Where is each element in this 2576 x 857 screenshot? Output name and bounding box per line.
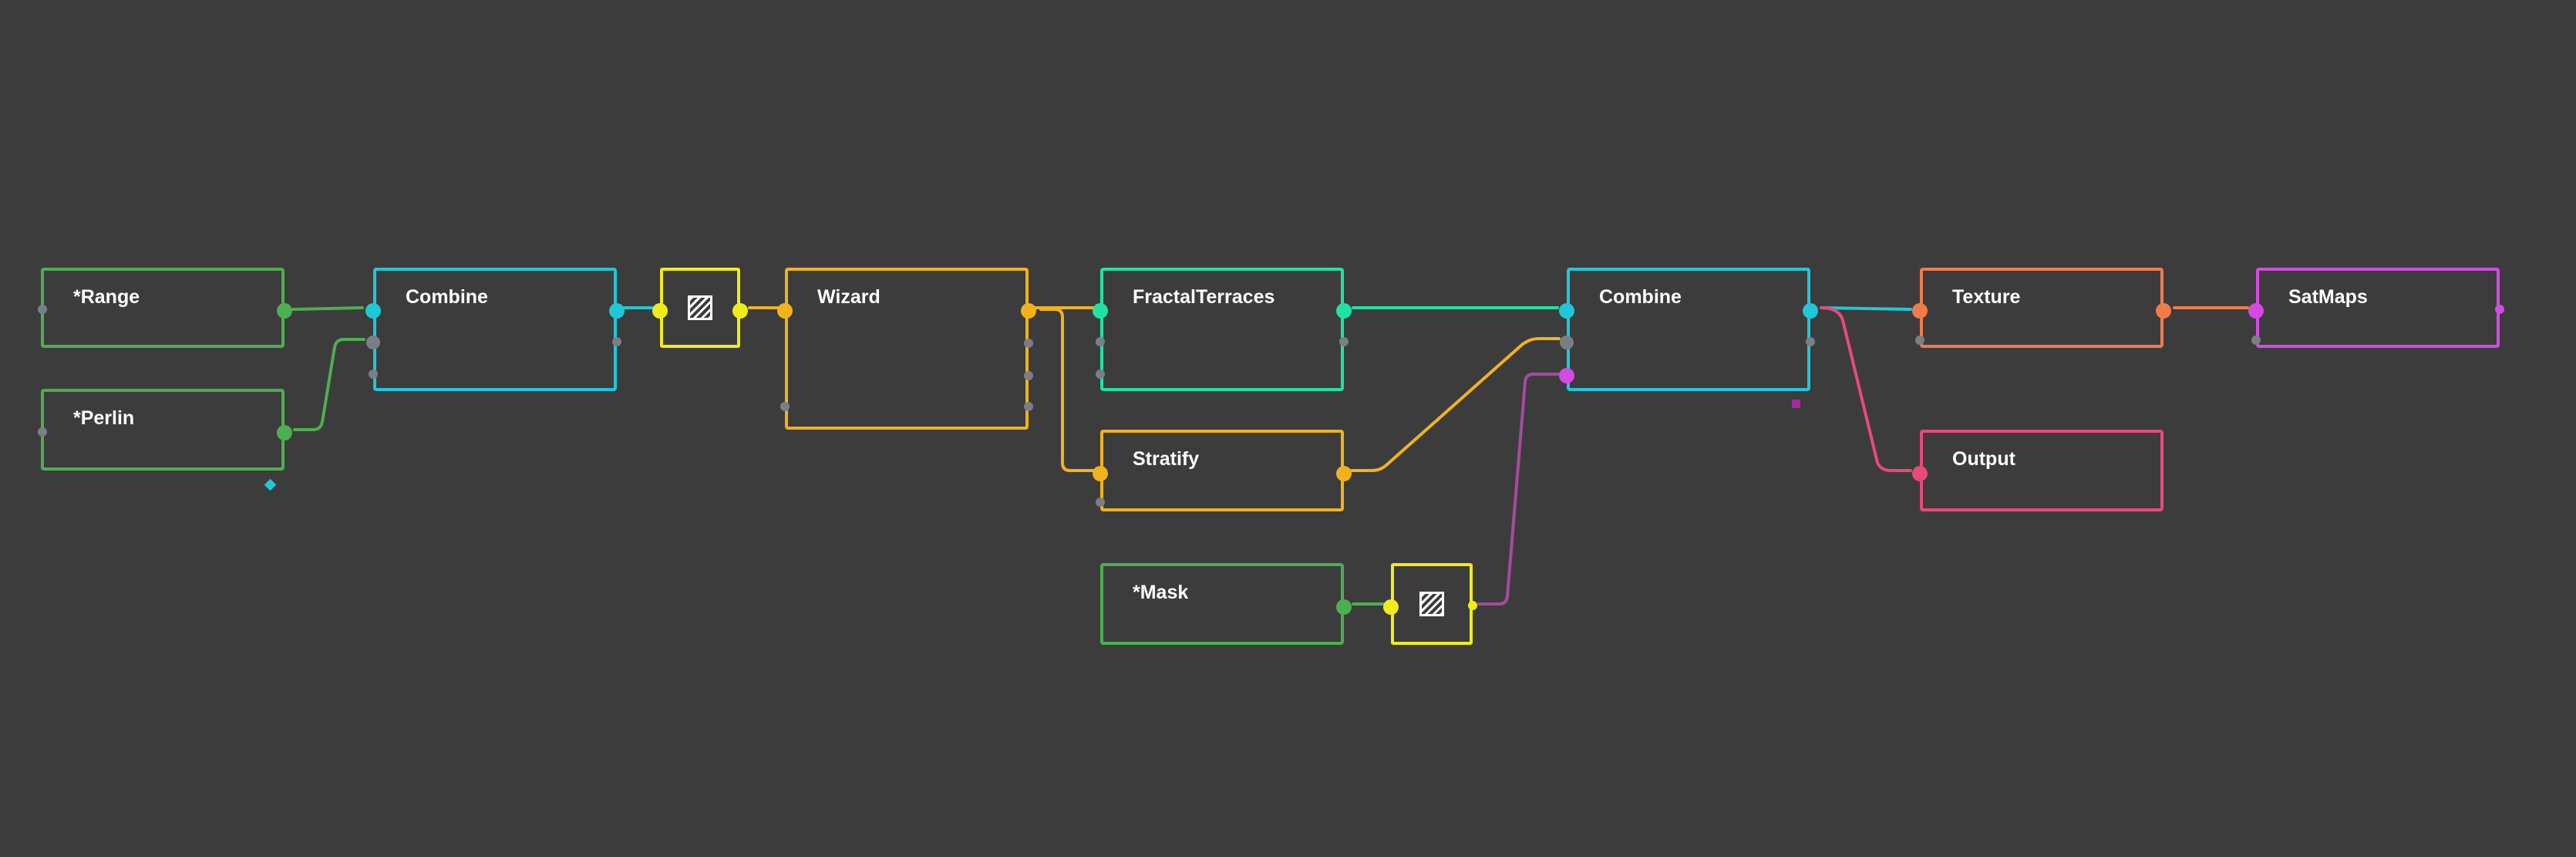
node-combine[interactable]: Combine <box>365 268 625 391</box>
input-port[interactable] <box>369 369 378 379</box>
input-port[interactable] <box>1096 498 1105 507</box>
node-satmaps[interactable]: SatMaps <box>2248 268 2504 348</box>
input-port[interactable] <box>652 303 668 319</box>
input-port[interactable] <box>366 336 380 349</box>
input-port[interactable] <box>1912 303 1928 319</box>
wire-preview-combine[interactable] <box>1477 373 1561 606</box>
input-port[interactable] <box>780 402 790 411</box>
output-port[interactable] <box>609 303 625 319</box>
output-port[interactable] <box>1024 371 1033 380</box>
node-title: Stratify <box>1133 448 1200 470</box>
output-port[interactable] <box>2495 305 2504 314</box>
node-title: Texture <box>1952 286 2021 308</box>
input-port[interactable] <box>1560 336 1574 349</box>
node-fractal-terraces[interactable]: FractalTerraces <box>1093 268 1352 391</box>
node-title: FractalTerraces <box>1133 286 1275 308</box>
node-preview[interactable] <box>1383 563 1477 645</box>
node-title: Wizard <box>817 286 881 308</box>
output-port[interactable] <box>1806 337 1815 346</box>
input-port[interactable] <box>1559 303 1574 319</box>
output-port[interactable] <box>1336 303 1352 319</box>
input-port[interactable] <box>1093 303 1108 319</box>
node-title: Combine <box>406 286 488 308</box>
input-port[interactable] <box>38 427 47 437</box>
output-port[interactable] <box>2156 303 2171 319</box>
wire-range-combine[interactable] <box>291 306 364 311</box>
preview-hatch-icon <box>688 295 712 320</box>
node-preview[interactable] <box>652 268 748 348</box>
input-port[interactable] <box>38 305 47 314</box>
node-output[interactable]: Output <box>1912 430 2164 511</box>
output-port[interactable] <box>1024 339 1033 348</box>
node-title: *Mask <box>1133 582 1189 603</box>
output-port[interactable] <box>277 425 292 440</box>
wire-perlin-combine[interactable] <box>293 338 365 431</box>
input-port[interactable] <box>1912 466 1928 481</box>
node-title: SatMaps <box>2288 286 2368 308</box>
wire-combine-output[interactable] <box>1820 306 1912 472</box>
input-port[interactable] <box>1559 368 1574 383</box>
output-port[interactable] <box>1339 337 1349 346</box>
input-port[interactable] <box>1915 336 1924 345</box>
output-port[interactable] <box>1803 303 1818 319</box>
node-stratify[interactable]: Stratify <box>1093 430 1352 511</box>
input-port[interactable] <box>777 303 793 319</box>
input-port[interactable] <box>1096 337 1105 346</box>
node-wizard[interactable]: Wizard <box>777 268 1036 430</box>
input-port[interactable] <box>1093 466 1108 481</box>
wire-wizard-stratify[interactable] <box>1039 308 1096 472</box>
wire-combine-texture[interactable] <box>1820 306 1912 311</box>
node-mask[interactable]: *Mask <box>1100 563 1352 645</box>
node-perlin[interactable]: *Perlin <box>38 389 292 471</box>
node-title: *Perlin <box>73 407 135 429</box>
node-title: Combine <box>1599 286 1682 308</box>
input-port[interactable] <box>365 303 381 319</box>
output-port[interactable] <box>612 337 621 346</box>
node-title: *Range <box>73 286 140 308</box>
output-port[interactable] <box>1021 303 1036 319</box>
output-port[interactable] <box>1336 599 1352 615</box>
output-port[interactable] <box>732 303 748 319</box>
node-combine[interactable]: Combine <box>1559 268 1818 391</box>
node-range[interactable]: *Range <box>38 268 292 348</box>
square-marker-icon <box>1792 400 1800 408</box>
input-port[interactable] <box>2251 336 2261 345</box>
wire-stratify-combine[interactable] <box>1350 337 1561 472</box>
node-texture[interactable]: Texture <box>1912 268 2171 348</box>
node-title: Output <box>1952 448 2015 470</box>
output-port[interactable] <box>1024 402 1033 411</box>
output-port[interactable] <box>277 303 292 319</box>
preview-hatch-icon <box>1419 592 1444 616</box>
output-port[interactable] <box>1468 601 1477 610</box>
input-port[interactable] <box>1096 369 1105 379</box>
input-port[interactable] <box>1383 599 1399 615</box>
output-port[interactable] <box>1336 466 1352 481</box>
input-port[interactable] <box>2248 303 2264 319</box>
